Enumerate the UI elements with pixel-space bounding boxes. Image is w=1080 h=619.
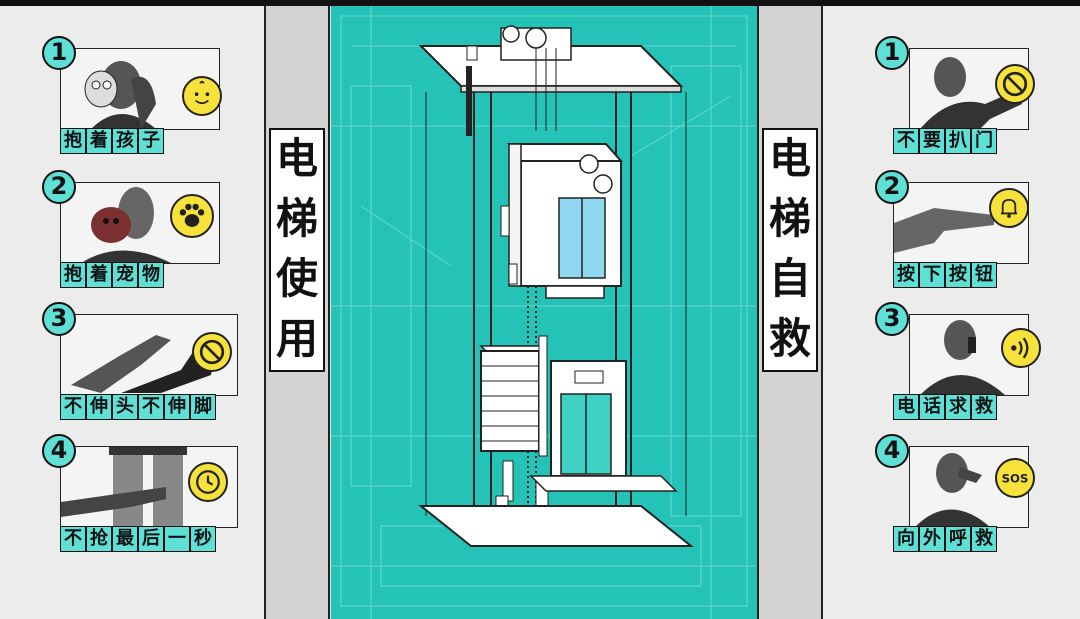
step-number: 4 xyxy=(42,434,76,468)
svg-text:SOS: SOS xyxy=(1002,472,1029,486)
baby-face-icon xyxy=(182,76,222,116)
photo-hold-child xyxy=(60,48,220,130)
card-caption: 抱着孩子 xyxy=(60,128,164,154)
right-vertical-title: 电 梯 自 救 xyxy=(762,128,818,372)
left-card-3: 3 不伸头不伸脚 xyxy=(42,302,238,420)
bell-icon xyxy=(989,188,1029,228)
card-caption: 不伸头不伸脚 xyxy=(60,394,216,420)
clock-icon xyxy=(188,462,228,502)
step-number: 1 xyxy=(875,36,909,70)
card-caption: 不要扒门 xyxy=(893,128,997,154)
step-number: 4 xyxy=(875,434,909,468)
right-card-3: 3 电话求救 xyxy=(875,302,1053,420)
left-card-1: 1 抱着孩子 xyxy=(42,36,222,154)
no-hand-icon xyxy=(995,64,1035,104)
right-card-1: 1 不要扒门 xyxy=(875,36,1053,154)
sos-icon: SOS xyxy=(995,458,1035,498)
step-number: 2 xyxy=(42,170,76,204)
step-number: 1 xyxy=(42,36,76,70)
left-vertical-title: 电 梯 使 用 xyxy=(269,128,325,372)
right-card-4: SOS 4 向外呼救 xyxy=(875,434,1053,552)
photo-closing-doors xyxy=(60,446,238,528)
signal-waves-icon xyxy=(1001,328,1041,368)
step-number: 2 xyxy=(875,170,909,204)
card-caption: 抱着宠物 xyxy=(60,262,164,288)
left-card-2: 2 抱着宠物 xyxy=(42,170,220,288)
card-caption: 电话求救 xyxy=(893,394,997,420)
right-panel: 1 不要扒门 2 按下按钮 3 电 xyxy=(823,6,1080,619)
right-title-strip: 电 梯 自 救 xyxy=(757,6,823,619)
photo-call-for-help xyxy=(909,446,1029,528)
card-caption: 按下按钮 xyxy=(893,262,997,288)
step-number: 3 xyxy=(42,302,76,336)
top-border xyxy=(0,0,1080,6)
right-card-2: 2 按下按钮 xyxy=(875,170,1053,288)
card-caption: 向外呼救 xyxy=(893,526,997,552)
left-panel: 1 抱着孩子 2 抱着宠物 xyxy=(0,6,264,619)
paw-icon xyxy=(170,194,214,238)
card-caption: 不抢最后一秒 xyxy=(60,526,216,552)
left-card-4: 4 不抢最后一秒 xyxy=(42,434,238,552)
left-title-strip: 电 梯 使 用 xyxy=(264,6,330,619)
elevator-illustration xyxy=(331,6,757,619)
prohibited-icon xyxy=(192,332,232,372)
step-number: 3 xyxy=(875,302,909,336)
